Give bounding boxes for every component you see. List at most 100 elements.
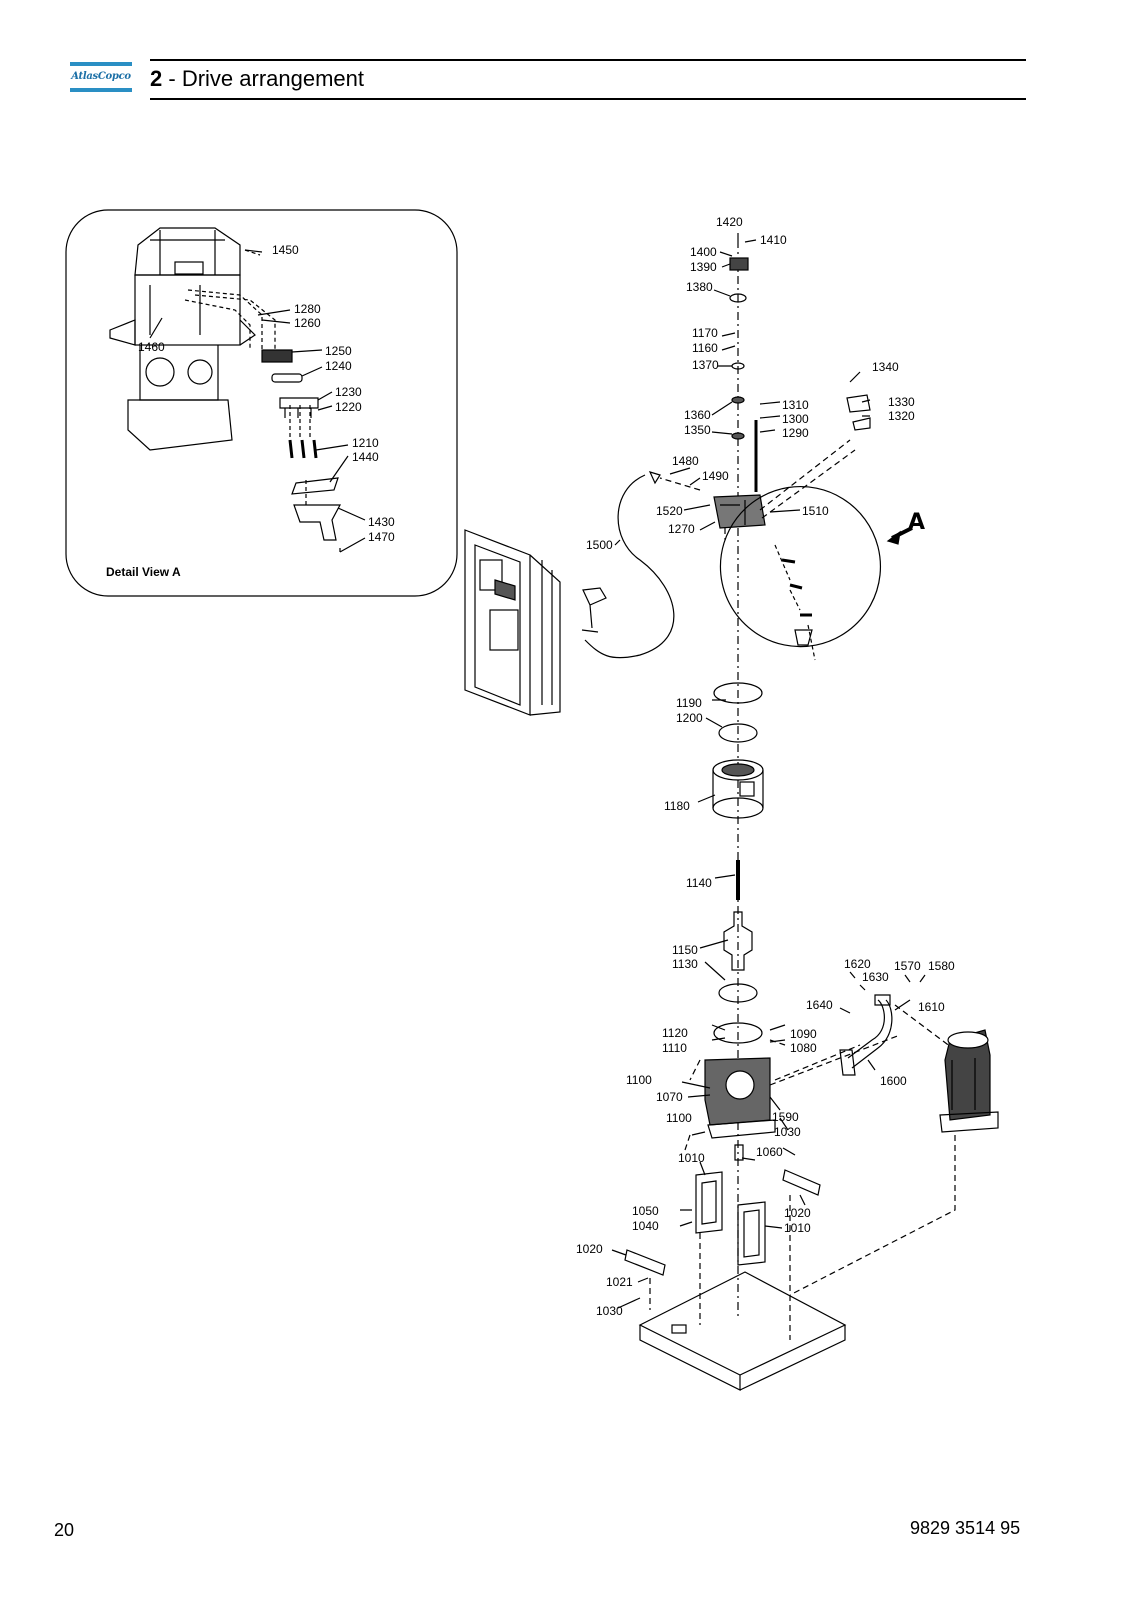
callout-1330: 1330 — [888, 395, 915, 409]
detail-part-1430 — [293, 504, 341, 541]
callout-1010-lower: 1010 — [784, 1221, 811, 1235]
callout-1520: 1520 — [656, 504, 683, 518]
callout-1210: 1210 — [352, 436, 379, 450]
atlas-copco-logo: AtlasCopco — [70, 62, 132, 96]
callout-1450: 1450 — [272, 243, 299, 257]
callout-1460: 1460 — [138, 340, 165, 354]
part-1180-stator — [712, 759, 764, 819]
part-1330-1320 — [846, 394, 871, 431]
part-1380 — [729, 293, 747, 303]
logo-text: AtlasCopco — [71, 71, 131, 82]
callout-1320: 1320 — [888, 409, 915, 423]
callout-1010-upper: 1010 — [678, 1151, 705, 1165]
part-1010-frame-left — [695, 1171, 723, 1234]
part-1190 — [713, 682, 763, 704]
callout-1430: 1430 — [368, 515, 395, 529]
part-1390 — [729, 257, 749, 271]
callout-1370: 1370 — [692, 358, 719, 372]
header-top-rule — [150, 59, 1026, 61]
part-1610-fitting — [874, 994, 891, 1006]
callout-1260: 1260 — [294, 316, 321, 330]
callout-1130: 1130 — [672, 957, 698, 971]
callout-1160: 1160 — [692, 341, 718, 355]
callout-1350: 1350 — [684, 423, 711, 437]
part-1600-pipe — [847, 999, 893, 1069]
part-1150-rotor — [723, 911, 753, 971]
detail-part-1240 — [271, 373, 303, 383]
callout-1170: 1170 — [692, 326, 718, 340]
callout-1290: 1290 — [782, 426, 809, 440]
header-bottom-rule — [150, 98, 1026, 100]
logo-top-bar — [70, 62, 132, 66]
sensor-part — [581, 587, 607, 633]
callout-1120: 1120 — [662, 1026, 688, 1040]
cable-1500 — [584, 474, 675, 659]
detail-view-frame — [65, 209, 458, 597]
part-1200 — [718, 723, 758, 743]
callout-1300: 1300 — [782, 412, 809, 426]
section-separator: - — [162, 66, 182, 91]
callout-1340: 1340 — [872, 360, 899, 374]
callout-1100-upper: 1100 — [626, 1073, 652, 1087]
base-frame — [638, 1271, 847, 1391]
callout-1240: 1240 — [325, 359, 352, 373]
callout-1150: 1150 — [672, 943, 698, 957]
callout-1140: 1140 — [686, 876, 712, 890]
callout-1480: 1480 — [672, 454, 699, 468]
view-a-marker: A — [908, 510, 925, 535]
callout-1490: 1490 — [702, 469, 729, 483]
callout-1020-right: 1020 — [784, 1206, 811, 1220]
part-1600-flange — [839, 1049, 856, 1076]
compressor-element — [939, 1029, 999, 1133]
callout-1020-left: 1020 — [576, 1242, 603, 1256]
part-1020-bracket-right — [782, 1169, 821, 1196]
document-number: 9829 3514 95 — [910, 1518, 1021, 1538]
callout-1640: 1640 — [806, 998, 833, 1012]
detail-view-title: Detail View A — [106, 565, 181, 579]
callout-1440: 1440 — [352, 450, 379, 464]
callout-1600: 1600 — [880, 1074, 907, 1088]
callout-1470: 1470 — [368, 530, 395, 544]
callout-1220: 1220 — [335, 400, 362, 414]
part-1120 — [713, 1022, 763, 1044]
detail-part-1230 — [279, 397, 319, 418]
part-1060 — [734, 1144, 744, 1161]
callout-1060: 1060 — [756, 1145, 783, 1159]
detail-part-1250 — [261, 349, 293, 363]
detail-circle-a — [719, 486, 882, 648]
callout-1580: 1580 — [928, 959, 955, 973]
section-number: 2 — [150, 66, 163, 91]
callout-1190: 1190 — [676, 696, 702, 710]
callout-1410: 1410 — [760, 233, 787, 247]
part-1520-valve-block — [713, 494, 766, 529]
callout-1250: 1250 — [325, 344, 352, 358]
part-1360 — [731, 396, 745, 404]
part-1020-bracket-left — [624, 1249, 666, 1276]
logo-bottom-bar — [70, 88, 132, 92]
callout-1280: 1280 — [294, 302, 321, 316]
callout-1080: 1080 — [790, 1041, 817, 1055]
callout-1510: 1510 — [802, 504, 829, 518]
callout-1070: 1070 — [656, 1090, 683, 1104]
callout-1420: 1420 — [716, 215, 743, 229]
callout-1310: 1310 — [782, 398, 809, 412]
callout-1180: 1180 — [664, 799, 690, 813]
callout-1100-lower: 1100 — [666, 1111, 692, 1125]
callout-1570: 1570 — [894, 959, 921, 973]
callout-1400: 1400 — [690, 245, 717, 259]
callout-1030-upper: 1030 — [774, 1125, 801, 1139]
callout-1620: 1620 — [844, 957, 871, 971]
callout-1040: 1040 — [632, 1219, 659, 1233]
callout-1610: 1610 — [918, 1000, 945, 1014]
page-title: 2 - Drive arrangement — [150, 66, 364, 92]
callout-1380: 1380 — [686, 280, 713, 294]
detail-part-1440 — [291, 477, 339, 495]
callout-1090: 1090 — [790, 1027, 817, 1041]
callout-1110: 1110 — [662, 1041, 687, 1055]
part-1350 — [731, 432, 745, 440]
callout-1200: 1200 — [676, 711, 703, 725]
callout-1360: 1360 — [684, 408, 711, 422]
callout-1270: 1270 — [668, 522, 695, 536]
detail-part-1210 — [288, 439, 318, 459]
